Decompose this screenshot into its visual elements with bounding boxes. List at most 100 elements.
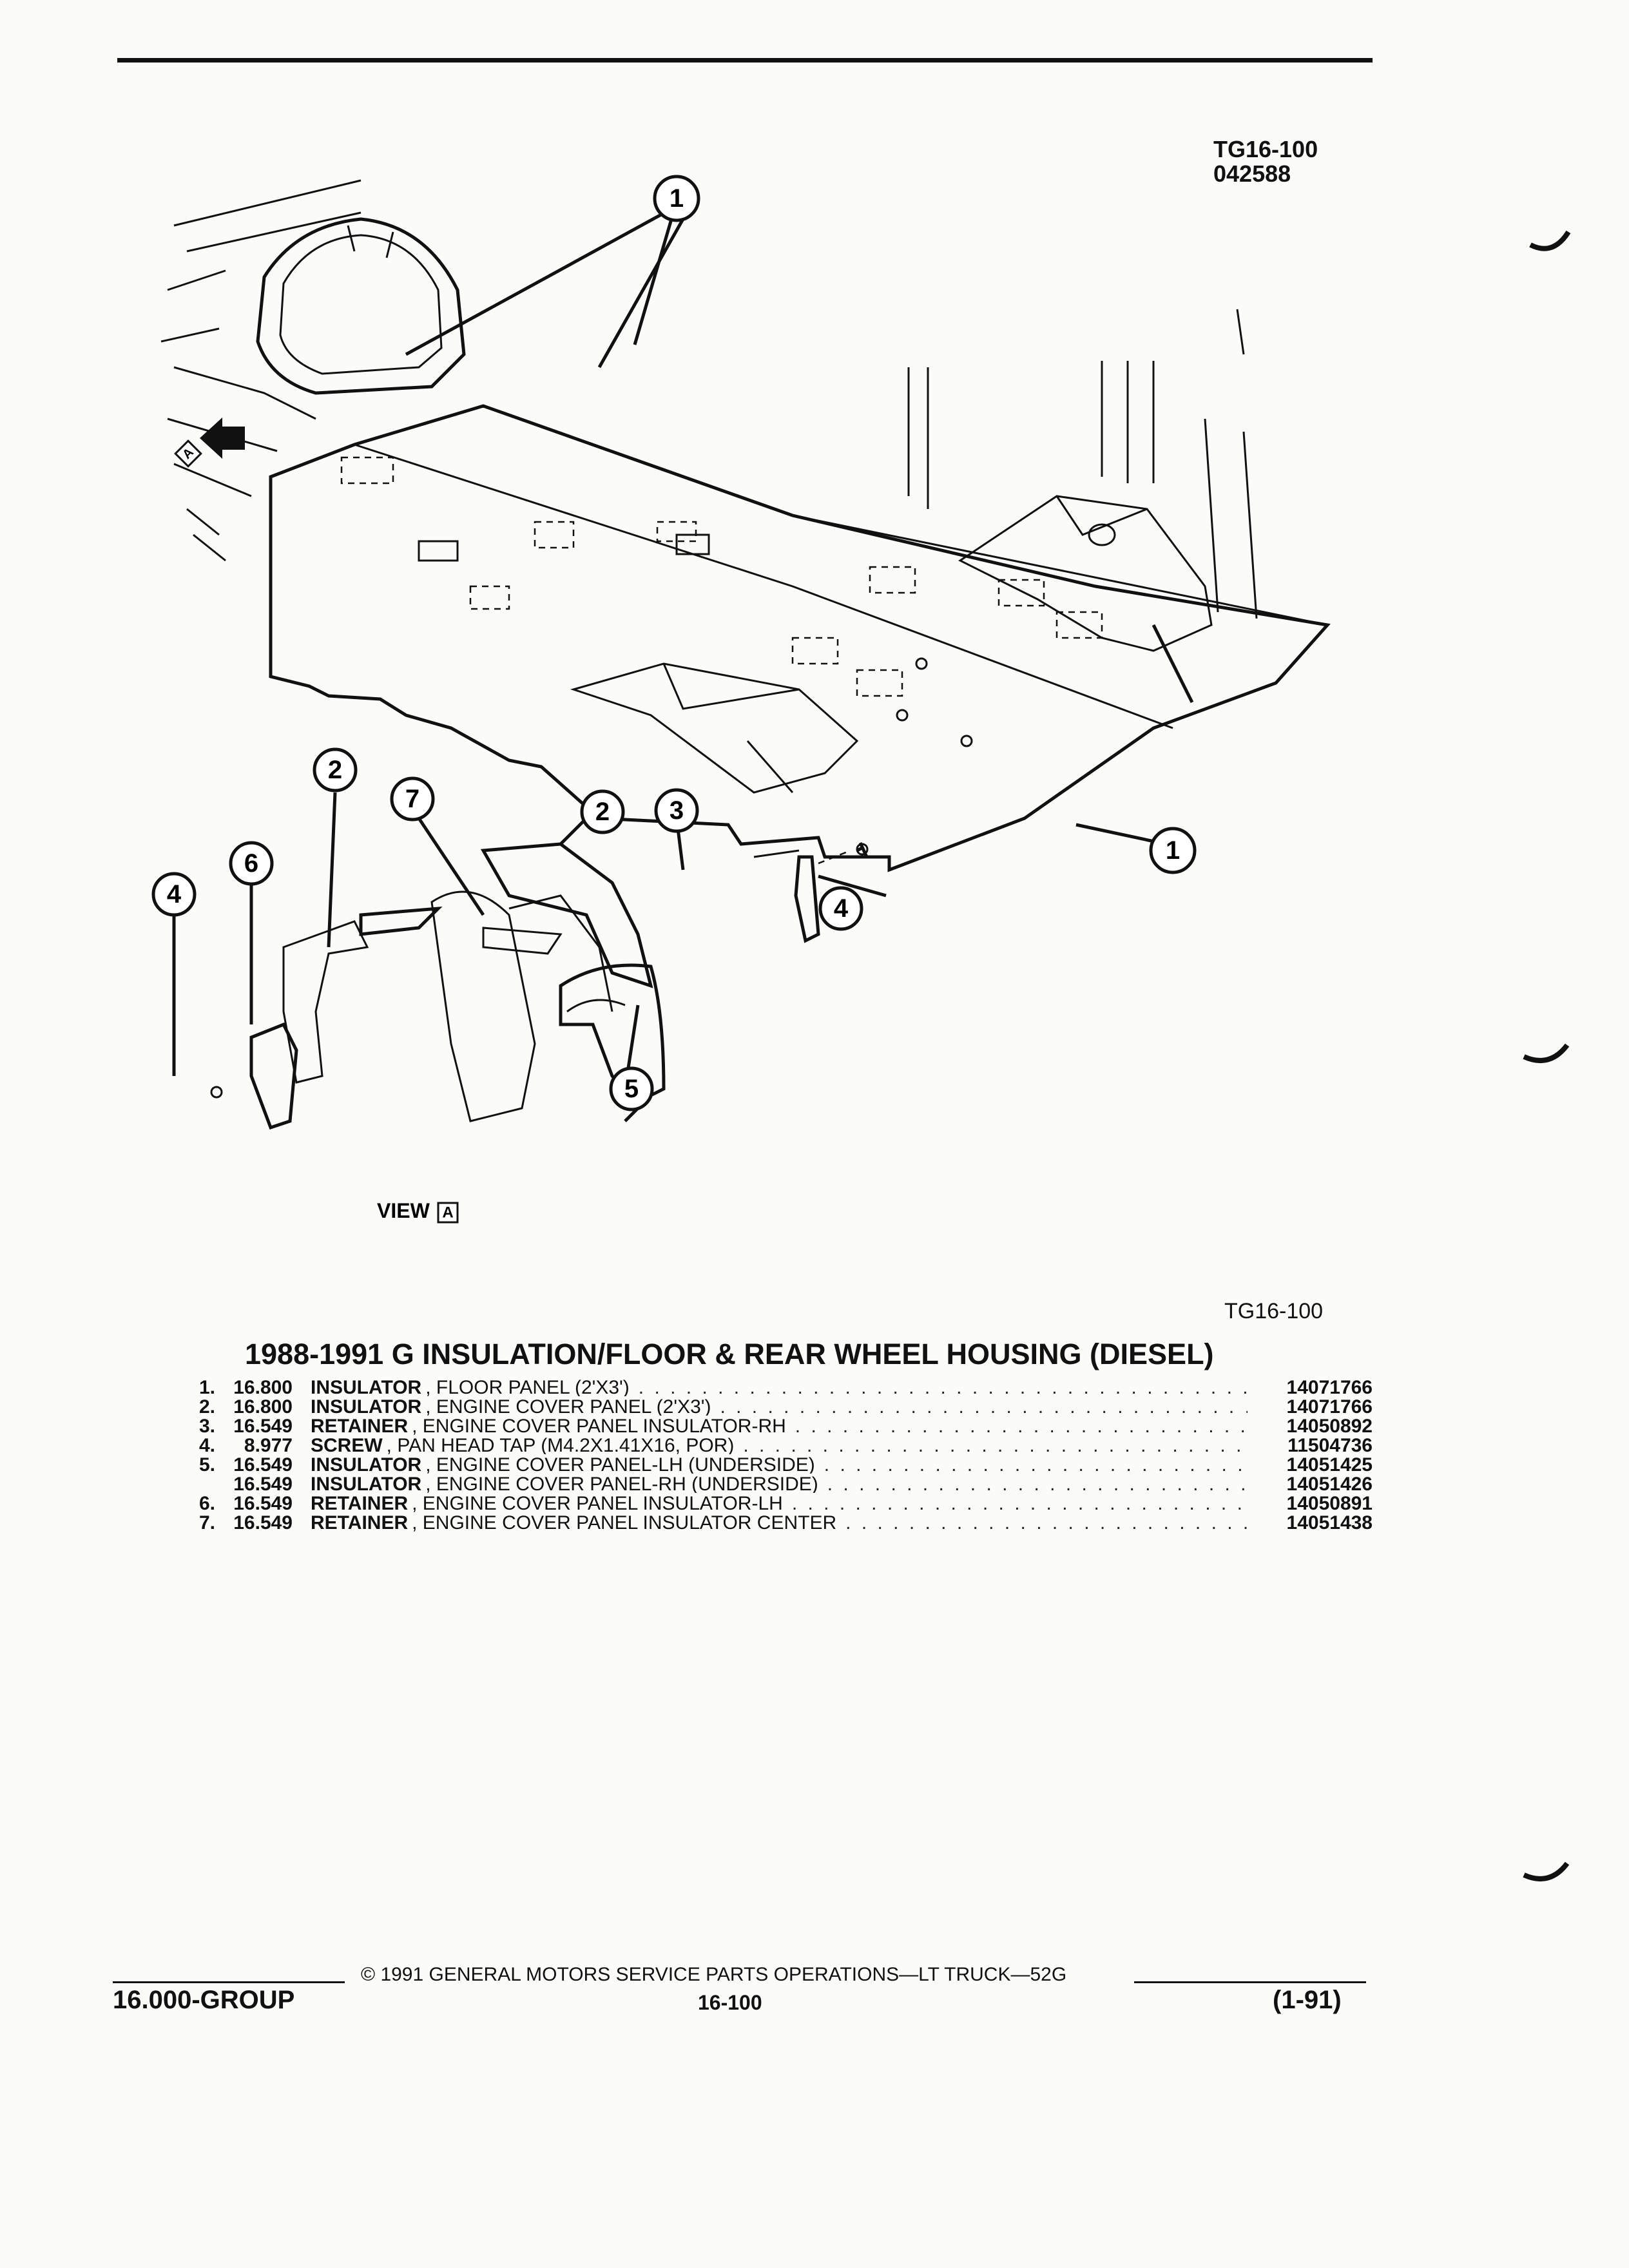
leader-dots: . . . . . . . . . . . . . . . . . . . . … (743, 1435, 1248, 1454)
callout-5: 5 (609, 1066, 654, 1111)
svg-text:5: 5 (624, 1075, 639, 1103)
part-catalog-number: 11504736 (1287, 1435, 1373, 1454)
binder-mark (1529, 230, 1571, 251)
part-description: , ENGINE COVER PANEL-RH (UNDERSIDE) (425, 1474, 818, 1493)
footer-rule-right (1134, 1981, 1366, 1983)
parts-row: 6. 16.549 RETAINER, ENGINE COVER PANEL INS… (187, 1493, 1373, 1512)
part-number-index: 5. (198, 1454, 215, 1474)
callout-4: 4 (151, 872, 197, 917)
group-code: 16.800 (233, 1396, 293, 1416)
figure-date: 042588 (1213, 160, 1291, 187)
page-number: 16-100 (698, 1991, 762, 2014)
part-catalog-number: 14050891 (1286, 1493, 1373, 1512)
callout-3: 3 (654, 788, 699, 833)
part-number-index: 2. (198, 1396, 215, 1416)
part-description: , PAN HEAD TAP (M4.2X1.41X16, POR) (386, 1435, 735, 1454)
part-description: , ENGINE COVER PANEL INSULATOR-LH (412, 1493, 783, 1512)
part-catalog-number: 14051438 (1286, 1512, 1373, 1532)
callout-2: 2 (313, 747, 358, 793)
svg-text:1: 1 (670, 184, 684, 213)
floor-panel-insulator (269, 309, 1331, 872)
callout-1: 1 (1149, 827, 1197, 874)
part-name: SCREW (311, 1435, 383, 1454)
group-code: 16.549 (233, 1474, 293, 1493)
parts-row: 5. 16.549 INSULATOR, ENGINE COVER PANEL-LH… (187, 1454, 1373, 1474)
parts-row: 7. 16.549 RETAINER, ENGINE COVER PANEL INS… (187, 1512, 1373, 1532)
group-label: 16.000-GROUP (113, 1986, 295, 2014)
leader-dots: . . . . . . . . . . . . . . . . . . . . … (827, 1474, 1248, 1493)
part-number-index: 1. (198, 1377, 215, 1396)
part-description: , ENGINE COVER PANEL (2'X3') (425, 1396, 711, 1416)
leader-dots: . . . . . . . . . . . . . . . . . . . . … (824, 1454, 1248, 1474)
parts-row: 3. 16.549 RETAINER, ENGINE COVER PANEL INS… (187, 1416, 1373, 1435)
figure-code: TG16-100 (1213, 136, 1318, 162)
part-catalog-number: 14051425 (1286, 1454, 1373, 1474)
parts-row: 1. 16.800 INSULATOR, FLOOR PANEL (2'X3') . … (187, 1377, 1373, 1396)
part-catalog-number: 14071766 (1286, 1396, 1373, 1416)
binder-mark (1523, 1861, 1570, 1881)
svg-text:7: 7 (405, 785, 419, 813)
callout-1: 1 (653, 175, 700, 222)
callout-1-top (405, 212, 685, 369)
page-title: 1988-1991 G INSULATION/FLOOR & REAR WHEE… (245, 1338, 1214, 1370)
leader-dots: . . . . . . . . . . . . . . . . . . . . … (791, 1493, 1248, 1512)
revision-date: (1-91) (1273, 1986, 1342, 2014)
binder-mark (1523, 1043, 1570, 1063)
part-description: , ENGINE COVER PANEL INSULATOR CENTER (412, 1512, 837, 1532)
caption-code: TG16-100 (1224, 1299, 1324, 1323)
svg-text:2: 2 (595, 798, 610, 826)
part-name: RETAINER (311, 1512, 409, 1532)
part-catalog-number: 14051426 (1286, 1474, 1373, 1493)
svg-text:4: 4 (167, 880, 182, 908)
view-a-assembly (210, 841, 869, 1130)
leader-dots: . . . . . . . . . . . . . . . . . . . . … (638, 1377, 1248, 1396)
part-description: , FLOOR PANEL (2'X3') (425, 1377, 630, 1396)
part-number-index: 6. (198, 1493, 215, 1512)
callout-4: 4 (818, 886, 863, 931)
callout-2: 2 (580, 789, 625, 834)
part-description: , ENGINE COVER PANEL INSULATOR-RH (412, 1416, 786, 1435)
view-a-label: VIEW A (377, 1199, 459, 1224)
parts-row: 2. 16.800 INSULATOR, ENGINE COVER PANEL (2… (187, 1396, 1373, 1416)
group-code: 16.549 (233, 1512, 293, 1532)
part-name: RETAINER (311, 1493, 409, 1512)
group-code: 8.977 (244, 1435, 293, 1454)
group-code: 16.800 (233, 1377, 293, 1396)
callout-1-right (1075, 624, 1194, 846)
leader-dots: . . . . . . . . . . . . . . . . . . . . … (795, 1416, 1248, 1435)
parts-row: 4. 8.977 SCREW, PAN HEAD TAP (M4.2X1.41X16… (187, 1435, 1373, 1454)
footer-rule-left (113, 1981, 345, 1983)
svg-text:4: 4 (834, 894, 849, 923)
part-catalog-number: 14071766 (1286, 1377, 1373, 1396)
part-name: INSULATOR (311, 1377, 422, 1396)
part-name: INSULATOR (311, 1396, 422, 1416)
callout-7: 7 (390, 776, 435, 822)
svg-text:3: 3 (670, 796, 684, 825)
view-a-arrow: A (174, 418, 245, 468)
part-catalog-number: 14050892 (1286, 1416, 1373, 1435)
group-code: 16.549 (233, 1454, 293, 1474)
parts-illustration: A 1 (151, 175, 1331, 1224)
copyright-line: © 1991 GENERAL MOTORS SERVICE PARTS OPER… (361, 1964, 1067, 1985)
group-code: 16.549 (233, 1416, 293, 1435)
svg-text:2: 2 (328, 756, 342, 784)
part-number-index: 7. (198, 1512, 215, 1532)
svg-text:6: 6 (244, 849, 258, 878)
top-rule (117, 58, 1373, 62)
part-description: , ENGINE COVER PANEL-LH (UNDERSIDE) (425, 1454, 815, 1474)
leader-dots: . . . . . . . . . . . . . . . . . . . . … (845, 1512, 1248, 1532)
part-name: INSULATOR (311, 1454, 422, 1474)
part-number-index: 4. (198, 1435, 215, 1454)
parts-row: 16.549 INSULATOR, ENGINE COVER PANEL-RH (… (187, 1474, 1373, 1493)
group-code: 16.549 (233, 1493, 293, 1512)
vehicle-body-outline (160, 179, 466, 562)
callout-6: 6 (229, 841, 274, 886)
part-name: RETAINER (311, 1416, 409, 1435)
part-name: INSULATOR (311, 1474, 422, 1493)
svg-text:VIEW: VIEW (377, 1199, 430, 1222)
part-number-index: 3. (198, 1416, 215, 1435)
svg-text:A: A (442, 1204, 453, 1222)
leader-dots: . . . . . . . . . . . . . . . . . . . . … (720, 1396, 1248, 1416)
svg-text:1: 1 (1166, 836, 1180, 865)
